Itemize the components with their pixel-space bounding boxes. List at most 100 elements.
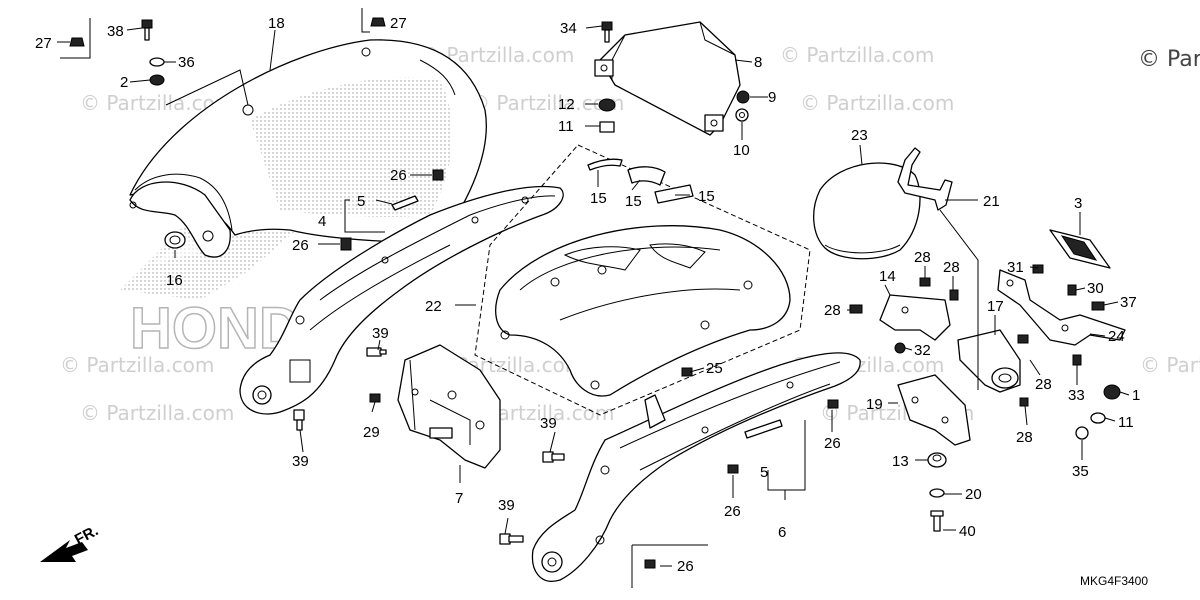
light-mount — [957, 329, 1021, 393]
callout-label: 33 — [1068, 387, 1085, 404]
inner-fender — [495, 225, 791, 397]
callout-label: 21 — [983, 193, 1000, 210]
callout-label: 39 — [498, 497, 515, 514]
callout-label: 6 — [778, 524, 786, 541]
callout-label: 26 — [677, 558, 694, 575]
collar-20 — [929, 488, 945, 498]
nut-10 — [735, 108, 749, 122]
sticker-5-upper — [391, 195, 419, 211]
callout-label: 32 — [914, 342, 931, 359]
collar-11-upper — [599, 121, 615, 133]
callout-label: 35 — [1072, 463, 1089, 480]
callout-label: 39 — [372, 325, 389, 342]
callout-label: 20 — [965, 486, 982, 503]
callout-label: 26 — [390, 167, 407, 184]
grommet-16 — [164, 231, 186, 249]
bolt-hardware — [69, 17, 1105, 569]
callout-label: 13 — [892, 453, 909, 470]
callout-label: 28 — [1035, 376, 1052, 393]
callout-label: 23 — [851, 127, 868, 144]
bracket-19 — [897, 374, 971, 446]
right-side-rail — [531, 352, 861, 582]
grommet-1 — [1103, 384, 1121, 400]
collar-11-lower — [1090, 412, 1106, 424]
callout-label: 4 — [318, 213, 326, 230]
callout-label: 34 — [560, 20, 577, 37]
rear-fender — [129, 39, 487, 258]
callout-label: 15 — [590, 190, 607, 207]
callout-label: 1 — [1132, 387, 1140, 404]
callout-label: 14 — [879, 268, 896, 285]
callout-label: 36 — [178, 54, 195, 71]
callout-label: 7 — [455, 490, 463, 507]
callout-label: 39 — [540, 415, 557, 432]
callout-label: 28 — [824, 302, 841, 319]
callout-label: 10 — [733, 142, 750, 159]
callout-label: 27 — [390, 15, 407, 32]
callout-label: 11 — [558, 118, 574, 135]
watermark-text: © Partzilla.com — [800, 91, 954, 115]
callout-label: 31 — [1007, 259, 1024, 276]
callout-label: 5 — [357, 193, 365, 210]
watermark-layer: © Partzilla.com © Partzilla.com © Partzi… — [60, 43, 1200, 425]
callout-label: 26 — [724, 503, 741, 520]
callout-label: 28 — [943, 259, 960, 276]
sticker-5-lower — [744, 419, 783, 439]
ecu-bracket — [594, 21, 741, 136]
sticker-15-b — [627, 166, 666, 186]
callout-label: 39 — [292, 453, 309, 470]
plate-bracket — [997, 269, 1126, 346]
callout-label: 12 — [558, 96, 575, 113]
callout-label: 25 — [706, 360, 723, 377]
left-side-rail — [239, 185, 564, 415]
callout-label: 26 — [292, 237, 309, 254]
callout-label: 28 — [1016, 429, 1033, 446]
front-direction-arrow: FR. — [40, 522, 101, 562]
watermark-text: © Partzilla.com — [470, 91, 624, 115]
callout-label: 27 — [35, 35, 52, 52]
leader-lines — [57, 8, 1130, 588]
sticker-15-a — [587, 158, 623, 171]
callout-label: 40 — [959, 523, 976, 540]
sticker-15-c — [654, 184, 694, 204]
callout-label: 3 — [1074, 195, 1082, 212]
callout-label: 8 — [754, 54, 762, 71]
watermark-text: © Partzilla.com — [80, 401, 234, 425]
callout-label: 24 — [1108, 328, 1125, 345]
grommet-13 — [927, 452, 947, 468]
callout-label: 38 — [107, 23, 124, 40]
callout-label: 30 — [1087, 280, 1104, 297]
diagram-code: MKG4F3400 — [1080, 574, 1148, 588]
callout-label: 2 — [120, 74, 128, 91]
callout-label: 28 — [914, 249, 931, 266]
watermark-corner-text: © Par — [1138, 47, 1200, 72]
callout-label: 37 — [1120, 294, 1137, 311]
nut-35 — [1075, 426, 1089, 440]
mudguard-bracket — [397, 344, 501, 469]
callout-label: 15 — [698, 188, 715, 205]
callout-labels: 27 38 36 2 18 27 16 26 5 4 26 39 39 29 3… — [35, 15, 1140, 575]
reflector — [1049, 229, 1111, 269]
watermark-text: © Partzilla.com — [780, 43, 934, 67]
grommet-12 — [598, 98, 616, 112]
callout-label: 15 — [625, 193, 642, 210]
callout-label: 9 — [768, 89, 776, 106]
watermark-text: © Partzilla.com — [60, 353, 214, 377]
bolt-40 — [930, 510, 944, 532]
callout-label: 19 — [866, 396, 883, 413]
grab-seat-pad — [813, 162, 921, 260]
callout-label: 26 — [824, 435, 841, 452]
inner-fender-box — [474, 144, 811, 416]
callout-label: 16 — [166, 272, 183, 289]
callout-label: 29 — [363, 424, 380, 441]
callout-label: 5 — [760, 464, 768, 481]
callout-label: 11 — [1118, 414, 1134, 431]
watermark-text: © Partzilla.com — [1140, 353, 1200, 377]
mount-bracket-21 — [897, 147, 953, 211]
callout-label: 17 — [987, 298, 1004, 315]
callout-label: 18 — [268, 15, 285, 32]
nut-9 — [736, 90, 750, 104]
bracket-14 — [879, 294, 951, 341]
callout-label: 22 — [425, 298, 442, 315]
